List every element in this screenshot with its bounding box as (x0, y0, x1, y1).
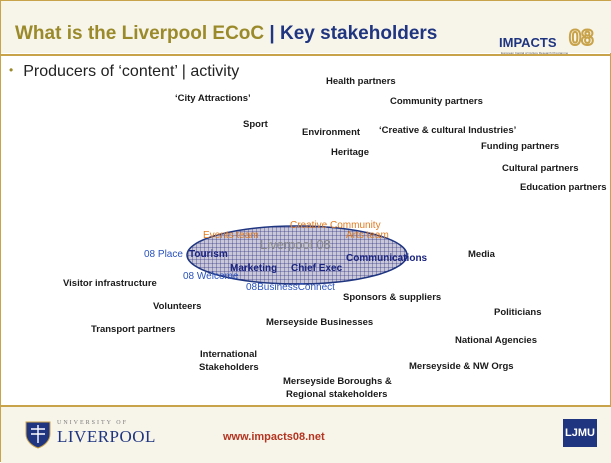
core-chief-exec: Chief Exec (291, 263, 343, 274)
university-label: LIVERPOOL (57, 427, 156, 446)
slide-title: What is the Liverpool ECoC | Key stakeho… (15, 23, 437, 45)
logo-text: IMPACTS (499, 35, 557, 50)
stakeholder-merseyside-nw-orgs: Merseyside & NW Orgs (409, 361, 514, 372)
stakeholder-environment: Environment (302, 127, 361, 138)
footer-divider (1, 405, 611, 407)
stakeholder-merseyside-businesses: Merseyside Businesses (266, 317, 374, 328)
stakeholder-city-attractions: ‘City Attractions’ (175, 93, 251, 104)
footer-bar (1, 407, 611, 463)
university-crest-icon (25, 421, 51, 449)
bullet-dot-icon: • (9, 63, 14, 77)
core-arts-team: Arts team (346, 230, 389, 241)
title-divider (1, 54, 611, 56)
stakeholder-international-1: International (200, 349, 258, 360)
stakeholder-visitor-infrastructure: Visitor infrastructure (63, 278, 157, 289)
ljmu-logo: LJMU (563, 419, 597, 447)
title-part2: Key stakeholders (280, 23, 438, 44)
logo-number: 08 (569, 25, 593, 50)
stakeholder-media: Media (468, 249, 495, 260)
core-events-team: Events team (203, 230, 259, 241)
stakeholder-creative-industries: ‘Creative & cultural Industries’ (379, 125, 517, 136)
stakeholder-sport: Sport (243, 119, 268, 130)
stakeholder-international-2: Stakeholders (199, 362, 259, 373)
core-tourism: Tourism (189, 249, 228, 260)
stakeholder-funding-partners: Funding partners (481, 141, 560, 152)
core-08-welcome: 08 Welcome (183, 271, 239, 282)
stakeholder-education-partners: Education partners (520, 182, 607, 193)
core-ellipse (186, 225, 408, 285)
stakeholder-boroughs-1: Merseyside Boroughs & (283, 376, 392, 387)
footer-website-link[interactable]: www.impacts08.net (223, 431, 325, 443)
core-08-business-connect: 08BusinessConnect (246, 282, 335, 293)
university-label-small: UNIVERSITY OF (57, 420, 128, 426)
core-communications: Communications (346, 253, 428, 264)
stakeholder-national-agencies: National Agencies (455, 335, 538, 346)
bullet-text: Producers of ‘content’ | activity (23, 63, 240, 80)
impacts08-logo: IMPACTS 08 European Capital of Culture R… (499, 24, 594, 55)
title-part1: What is the Liverpool ECoC (15, 23, 265, 44)
stakeholder-volunteers: Volunteers (153, 301, 202, 312)
stakeholder-heritage: Heritage (331, 147, 370, 158)
title-bar (1, 1, 611, 53)
core-marketing: Marketing (230, 263, 278, 274)
stakeholder-boroughs-2: Regional stakeholders (286, 389, 388, 400)
core-center-label: Liverpool 08 (260, 237, 331, 252)
logo-tagline: European Capital of Culture Research Pro… (501, 51, 569, 55)
stakeholder-health-partners: Health partners (326, 76, 396, 87)
core-creative-community: Creative Community (290, 220, 381, 231)
title-separator: | (264, 23, 280, 44)
stakeholder-cultural-partners: Cultural partners (502, 163, 579, 174)
core-08-place: 08 Place (144, 249, 183, 260)
stakeholder-transport-partners: Transport partners (91, 324, 176, 335)
bullet-item: • Producers of ‘content’ | activity (9, 63, 239, 81)
stakeholder-community-partners: Community partners (390, 96, 483, 107)
stakeholder-politicians: Politicians (494, 307, 542, 318)
stakeholder-sponsors-suppliers: Sponsors & suppliers (343, 292, 442, 303)
